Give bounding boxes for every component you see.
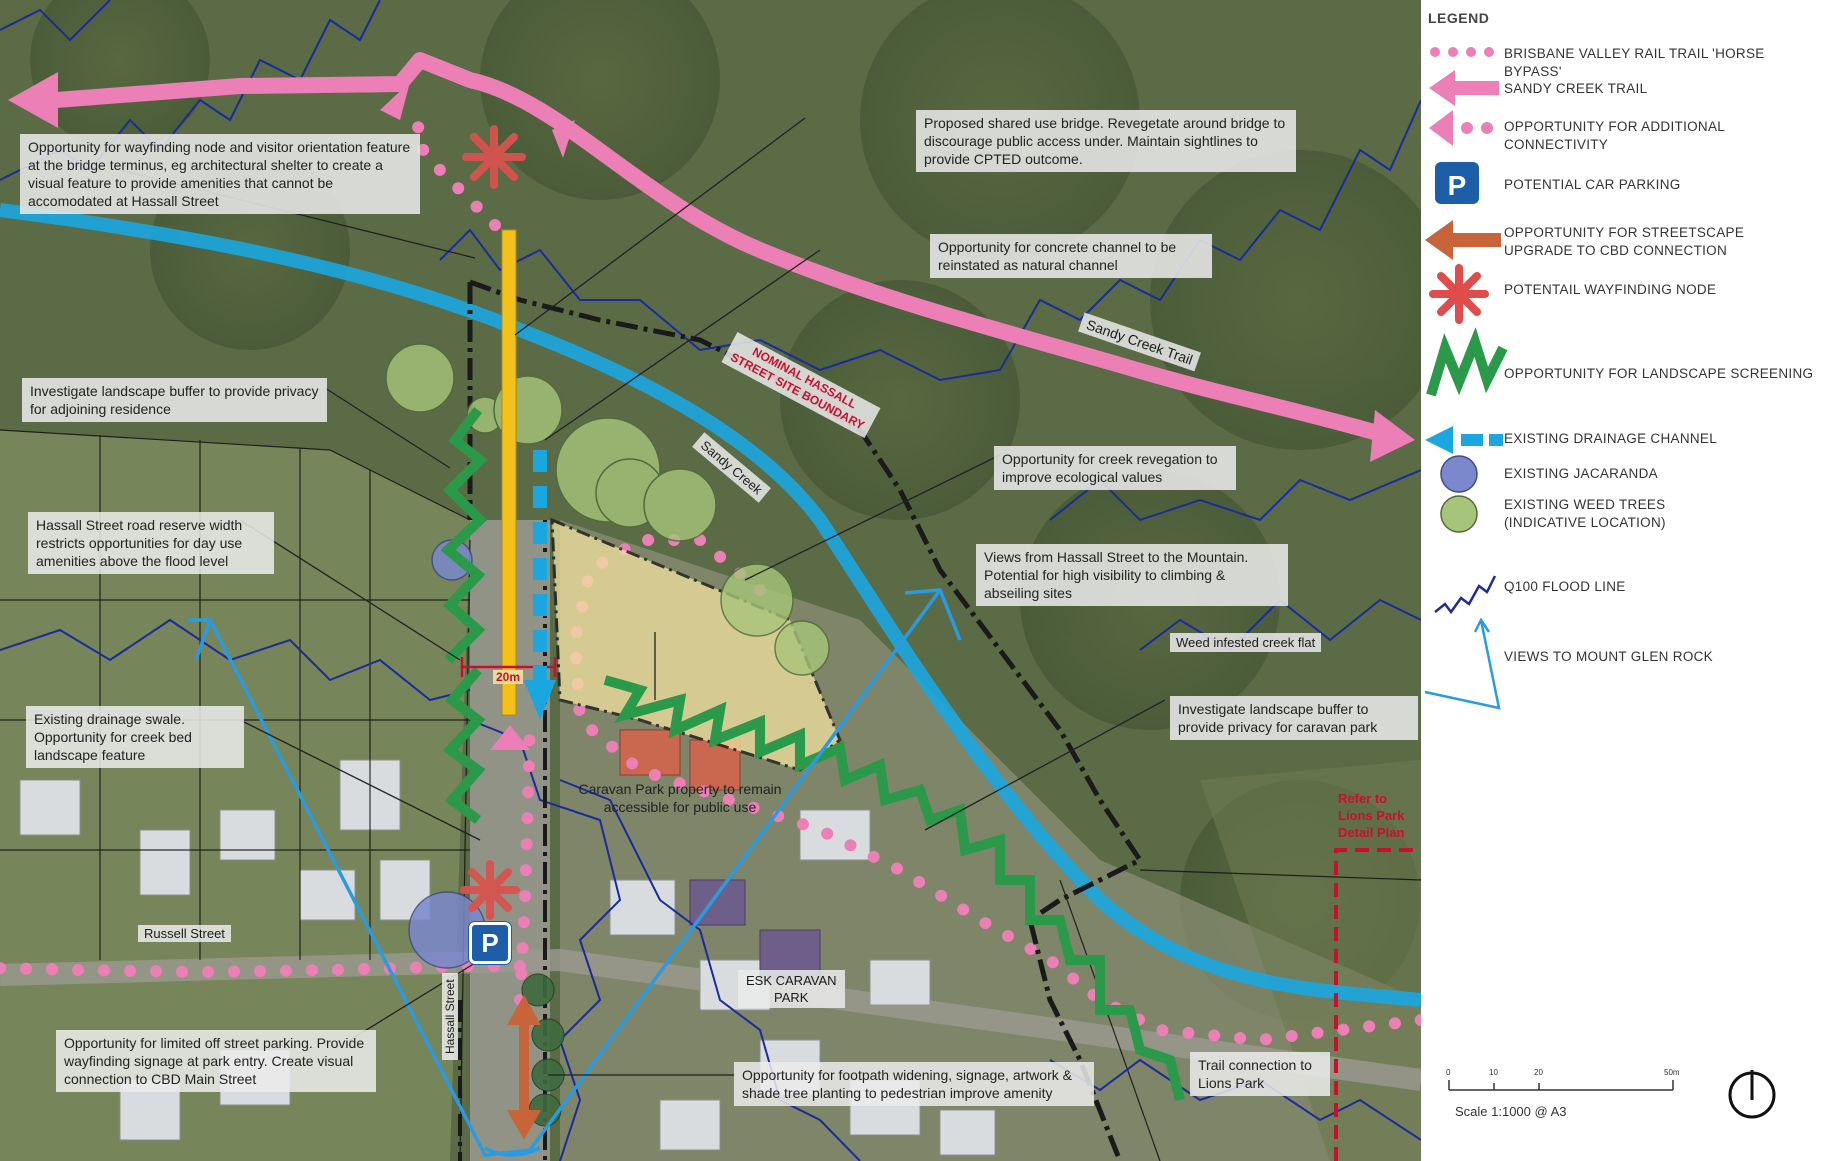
legend-label-connectivity: OPPORTUNITY FOR ADDITIONAL CONNECTIVITY — [1504, 119, 1725, 152]
legend-weed-trees-symbol — [1440, 495, 1478, 533]
scale-tick-0: 0 — [1446, 1068, 1451, 1077]
legend-label-drainage: EXISTING DRAINAGE CHANNEL — [1504, 431, 1718, 446]
legend-symbols: P — [1424, 47, 1776, 1119]
legend-views-symbol — [1424, 617, 1501, 710]
width-20m-label: 20m — [493, 670, 524, 684]
legend-sandy-creek-trail-symbol — [1429, 70, 1499, 106]
annotation-buffer-caravan: Investigate landscape buffer to provide … — [1170, 696, 1418, 740]
scale-label: Scale 1:1000 @ A3 — [1455, 1104, 1567, 1119]
site-plan-map: Sandy Creek Trail Sandy Creek NOMINAL HA… — [0, 0, 1421, 1161]
legend-label-rail-trail: BRISBANE VALLEY RAIL TRAIL 'HORSE BYPASS… — [1504, 46, 1765, 79]
legend-parking-symbol — [1435, 162, 1479, 204]
annotation-wayfinding-node: Opportunity for wayfinding node and visi… — [20, 134, 420, 214]
legend-connectivity-symbol — [1429, 110, 1493, 146]
annotation-road-reserve: Hassall Street road reserve width restri… — [28, 512, 274, 574]
hassall-street-label: Hassall Street — [442, 973, 458, 1060]
legend-title: LEGEND — [1428, 10, 1490, 26]
legend-label-car-parking: POTENTIAL CAR PARKING — [1504, 177, 1681, 192]
annotation-off-street-parking: Opportunity for limited off street parki… — [56, 1030, 376, 1092]
aerial-base — [0, 0, 1421, 1161]
lions-park-line3: Detail Plan — [1338, 825, 1405, 840]
legend-screening-symbol — [1426, 327, 1508, 397]
parking-letter: P — [481, 928, 499, 958]
legend-label-weed-trees: EXISTING WEED TREES (INDICATIVE LOCATION… — [1504, 497, 1666, 530]
caravan-park-line2: PARK — [774, 990, 809, 1005]
annotation-drainage-swale: Existing drainage swale. Opportunity for… — [26, 706, 244, 768]
north-arrow-icon — [1728, 1070, 1776, 1119]
legend-label-wayfinding: POTENTAIL WAYFINDING NODE — [1504, 282, 1717, 297]
annotation-creek-revegation: Opportunity for creek revegation to impr… — [994, 446, 1236, 490]
annotation-views-mountain: Views from Hassall Street to the Mountai… — [976, 544, 1288, 606]
weed-flat-label: Weed infested creek flat — [1170, 633, 1322, 652]
annotation-caravan-public: Caravan Park property to remain accessib… — [578, 781, 782, 815]
scale-bar — [1448, 1080, 1674, 1091]
lions-park-line1: Refer to — [1338, 791, 1388, 806]
russell-street-label: Russell Street — [138, 925, 231, 942]
legend-label-views: VIEWS TO MOUNT GLEN ROCK — [1504, 649, 1713, 664]
legend-rail-trail-symbol — [1430, 47, 1494, 57]
legend-flood-line-symbol — [1434, 575, 1497, 615]
legend-label-sandy-creek-trail: SANDY CREEK TRAIL — [1504, 81, 1648, 96]
annotation-footpath-widening: Opportunity for footpath widening, signa… — [734, 1062, 1094, 1106]
scale-tick-50m: 50m — [1664, 1068, 1680, 1077]
lions-park-label: Refer to Lions Park Detail Plan — [1338, 790, 1404, 841]
annotation-shared-bridge: Proposed shared use bridge. Revegetate a… — [916, 110, 1296, 172]
legend-wayfinding-symbol — [1429, 264, 1489, 324]
legend-label-screening: OPPORTUNITY FOR LANDSCAPE SCREENING — [1504, 366, 1814, 381]
annotation-concrete-channel: Opportunity for concrete channel to be r… — [930, 234, 1212, 278]
parking-icon: P — [469, 922, 511, 964]
scale-tick-10: 10 — [1489, 1068, 1498, 1077]
caravan-park-label: ESK CARAVAN PARK — [738, 970, 845, 1008]
annotation-buffer-residence: Investigate landscape buffer to provide … — [22, 378, 327, 422]
scale-tick-20: 20 — [1534, 1068, 1543, 1077]
legend-label-streetscape: OPPORTUNITY FOR STREETSCAPE UPGRADE TO C… — [1504, 225, 1745, 258]
annotation-trail-lions: Trail connection to Lions Park — [1190, 1052, 1330, 1096]
legend-drainage-symbol — [1425, 426, 1503, 454]
legend-streetscape-symbol — [1425, 220, 1501, 260]
lions-park-line2: Lions Park — [1338, 808, 1405, 823]
legend-jacaranda-symbol — [1440, 455, 1478, 493]
svg-text:P: P — [1448, 170, 1467, 201]
legend-panel — [1421, 0, 1821, 1161]
legend-label-flood-line: Q100 FLOOD LINE — [1504, 579, 1626, 594]
legend-label-jacaranda: EXISTING JACARANDA — [1504, 466, 1658, 481]
caravan-park-line1: ESK CARAVAN — [746, 973, 837, 988]
